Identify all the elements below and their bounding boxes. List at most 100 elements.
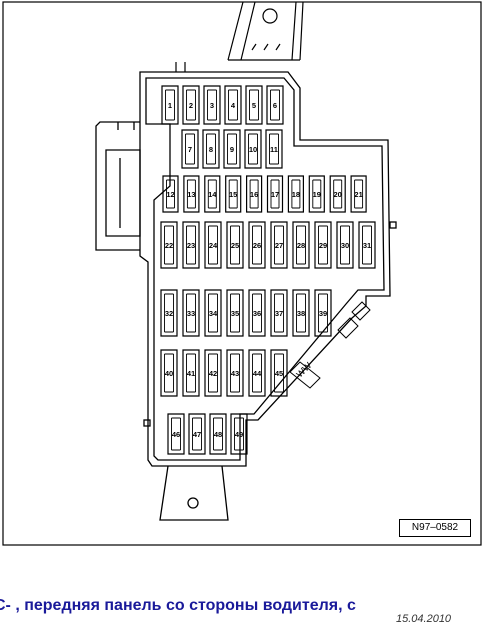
fuse-13: 13	[183, 175, 200, 213]
fuse-23: 23	[182, 221, 200, 269]
fuse-33: 33	[182, 289, 200, 337]
fuse-15: 15	[225, 175, 242, 213]
fuse-label: 46	[172, 430, 180, 439]
caption-date-fragment: 15.04.2010	[396, 613, 452, 625]
fuse-label: 45	[275, 369, 283, 378]
fuse-label: 34	[209, 309, 218, 318]
fuse-40: 40	[160, 349, 178, 397]
fuse-26: 26	[248, 221, 266, 269]
fuse-14: 14	[204, 175, 221, 213]
fuse-label: 43	[231, 369, 239, 378]
fuse-21: 21	[350, 175, 367, 213]
fuse-28: 28	[292, 221, 310, 269]
fuse-label: 9	[230, 145, 234, 154]
fuse-24: 24	[204, 221, 222, 269]
fuse-6: 6	[266, 85, 284, 125]
fuse-12: 12	[162, 175, 179, 213]
fuse-18: 18	[287, 175, 304, 213]
fuse-38: 38	[292, 289, 310, 337]
fuse-10: 10	[244, 129, 262, 169]
fuse-label: 2	[189, 101, 193, 110]
fuse-label: 21	[354, 190, 362, 199]
fuse-label: 47	[193, 430, 201, 439]
fuse-label: 42	[209, 369, 217, 378]
fuse-label: 33	[187, 309, 195, 318]
fuse-20: 20	[329, 175, 346, 213]
fuse-label: 48	[214, 430, 222, 439]
fuse-label: 18	[292, 190, 300, 199]
fuse-34: 34	[204, 289, 222, 337]
fuse-label: 4	[231, 101, 236, 110]
figure-reference-code: N97–0582	[399, 519, 471, 537]
fuse-49: 49	[230, 413, 248, 455]
fuse-label: 25	[231, 241, 239, 250]
fuse-7: 7	[181, 129, 199, 169]
fuse-36: 36	[248, 289, 266, 337]
fuse-label: 28	[297, 241, 305, 250]
fuse-42: 42	[204, 349, 222, 397]
fuse-label: 15	[229, 190, 237, 199]
fuse-label: 36	[253, 309, 261, 318]
fuse-label: 23	[187, 241, 195, 250]
fuse-label: 1	[168, 101, 172, 110]
fuse-35: 35	[226, 289, 244, 337]
fuse-label: 49	[235, 430, 243, 439]
fuse-label: 29	[319, 241, 327, 250]
fuse-47: 47	[188, 413, 206, 455]
fuse-label: 32	[165, 309, 173, 318]
fuse-label: 35	[231, 309, 239, 318]
fuse-2: 2	[182, 85, 200, 125]
fuse-8: 8	[202, 129, 220, 169]
fuse-label: 40	[165, 369, 173, 378]
fuse-box-housing	[95, 71, 397, 521]
fuse-32: 32	[160, 289, 178, 337]
fuse-label: 31	[363, 241, 371, 250]
fuse-46: 46	[167, 413, 185, 455]
fuse-9: 9	[223, 129, 241, 169]
fuse-37: 37	[270, 289, 288, 337]
fuse-30: 30	[336, 221, 354, 269]
top-bracket	[175, 1, 304, 72]
fuse-39: 39	[314, 289, 332, 337]
fuse-label: 26	[253, 241, 261, 250]
fuse-label: 19	[313, 190, 321, 199]
fuse-label: 41	[187, 369, 195, 378]
fuse-label: 44	[253, 369, 262, 378]
fuse-label: 13	[187, 190, 195, 199]
fuse-label: 20	[334, 190, 342, 199]
fuse-label: 3	[210, 101, 214, 110]
fuse-label: 11	[270, 145, 278, 154]
fuse-label: 5	[252, 101, 256, 110]
fuse-label: 39	[319, 309, 327, 318]
fuse-4: 4	[224, 85, 242, 125]
fuse-5: 5	[245, 85, 263, 125]
fuse-label: 10	[249, 145, 257, 154]
fuse-label: 14	[208, 190, 217, 199]
fuse-19: 19	[308, 175, 325, 213]
fuse-48: 48	[209, 413, 227, 455]
fuse-16: 16	[246, 175, 263, 213]
fuse-label: 38	[297, 309, 305, 318]
fuse-44: 44	[248, 349, 266, 397]
fuse-label: 24	[209, 241, 218, 250]
fuse-41: 41	[182, 349, 200, 397]
fuse-label: 27	[275, 241, 283, 250]
fuse-45: 45	[270, 349, 288, 397]
fuse-25: 25	[226, 221, 244, 269]
fuse-1: 1	[161, 85, 179, 125]
caption-text: C- , передняя панель со стороны водителя…	[0, 597, 356, 614]
fuse-17: 17	[266, 175, 284, 213]
fuse-label: 37	[275, 309, 283, 318]
fuse-label: 6	[273, 101, 277, 110]
fuse-27: 27	[270, 221, 288, 269]
fuse-29: 29	[314, 221, 332, 269]
fuse-31: 31	[358, 221, 376, 269]
fuse-label: 8	[209, 145, 213, 154]
fuse-22: 22	[160, 221, 178, 269]
fuse-label: 30	[341, 241, 349, 250]
fuse-11: 11	[265, 129, 283, 169]
fuse-label: 16	[250, 190, 258, 199]
fuse-label: 22	[165, 241, 173, 250]
